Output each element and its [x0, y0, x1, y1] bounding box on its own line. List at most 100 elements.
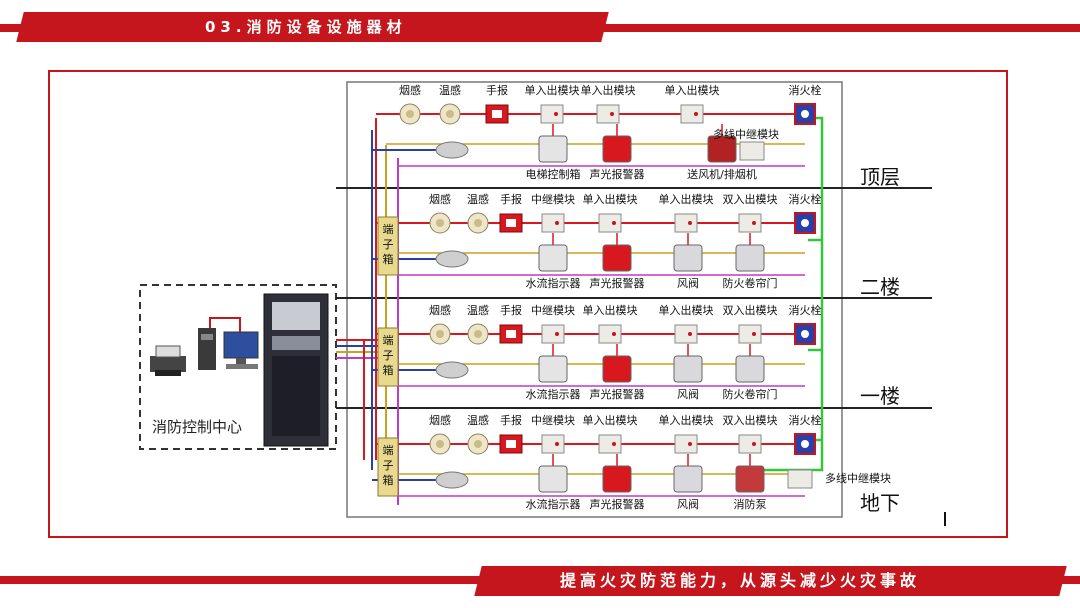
floor-label: 一楼: [860, 384, 900, 408]
device-label: 中继模块: [531, 193, 575, 206]
equipment-label: 声光报警器: [590, 167, 645, 181]
equipment-label: 水流指示器: [526, 387, 581, 401]
device-8: 消火栓: [789, 192, 822, 234]
device-1: 烟感: [399, 83, 421, 125]
device-7: 双入出模块: [723, 303, 778, 344]
device-2: 温感: [467, 414, 489, 455]
equipment-icon: [673, 465, 703, 493]
equipment-label: 风阀: [677, 387, 699, 401]
equipment-4: 防火卷帘门: [723, 233, 778, 290]
sounder-icon: [435, 250, 469, 268]
equipment-icon: [602, 244, 632, 272]
equipment-2: 声光报警器: [590, 233, 645, 290]
footer-slogan: 提高火灾防范能力，从源头减少火灾事故: [560, 571, 921, 590]
device-5: 单入出模块: [581, 83, 636, 124]
device-label: 单入出模块: [659, 192, 714, 206]
device-label: 手报: [500, 413, 522, 427]
device-label: 双入出模块: [723, 413, 778, 427]
control-center: 消防控制中心: [139, 284, 337, 450]
device-label: 消火栓: [789, 192, 822, 206]
printer-icon: [150, 345, 186, 376]
floor-2: 端子箱烟感温感手报中继模块单入出模块单入出模块双入出模块消火栓水流指示器声光报警…: [372, 192, 900, 299]
device-8: 消火栓: [789, 413, 822, 455]
equipment-icon: [602, 355, 632, 383]
module-icon: [674, 324, 698, 344]
device-label: 消火栓: [789, 303, 822, 317]
sounder-icon: [435, 141, 469, 159]
equipment-icon: [735, 465, 765, 493]
device-7: 双入出模块: [723, 192, 778, 233]
page-title: 03.消防设备设施器材: [205, 18, 407, 36]
multi-line-relay-label: 多线中继模块: [825, 471, 891, 485]
equipment-2: 声光报警器: [590, 344, 645, 401]
floor-1: 烟感温感手报单入出模块单入出模块单入出模块消火栓电梯控制箱声光报警器送风机/排烟…: [372, 83, 900, 189]
equipment-label: 消防泵: [734, 497, 767, 511]
equipment-icon: [673, 244, 703, 272]
floor-label: 二楼: [860, 275, 900, 299]
equipment-1: 水流指示器: [526, 454, 581, 511]
device-label: 双入出模块: [723, 192, 778, 206]
device-label: 手报: [486, 83, 508, 97]
terminal-box-label: 子: [383, 349, 394, 362]
device-1: 烟感: [429, 192, 451, 234]
multi-line-relay-module: 多线中继模块: [787, 469, 891, 489]
diagram-frame: [48, 70, 1008, 538]
equipment-1: 电梯控制箱: [526, 124, 581, 181]
equipment-label: 风阀: [677, 276, 699, 290]
device-label: 消火栓: [789, 413, 822, 427]
multi-line-relay-label: 多线中继模块: [713, 127, 779, 141]
device-label: 手报: [500, 192, 522, 206]
device-label: 单入出模块: [659, 413, 714, 427]
device-label: 中继模块: [531, 304, 575, 317]
device-label: 手报: [500, 303, 522, 317]
device-7: 消火栓: [789, 83, 822, 125]
floor-label: 顶层: [860, 165, 900, 189]
equipment-3: 风阀: [673, 454, 703, 511]
terminal-box-label: 子: [383, 459, 394, 472]
equipment-2: 声光报警器: [590, 124, 645, 181]
device-1: 烟感: [429, 303, 451, 345]
equipment-icon: [538, 465, 568, 493]
device-8: 消火栓: [789, 303, 822, 345]
module-icon: [680, 104, 704, 124]
equipment-label: 防火卷帘门: [723, 276, 778, 290]
equipment-icon: [538, 135, 568, 163]
module-icon: [674, 213, 698, 233]
device-label: 消火栓: [789, 83, 822, 97]
device-4: 中继模块: [531, 193, 575, 233]
module-icon: [596, 104, 620, 124]
device-3: 手报: [499, 303, 523, 344]
equipment-icon: [602, 465, 632, 493]
terminal-box-label: 端: [383, 223, 394, 236]
device-label: 双入出模块: [723, 303, 778, 317]
equipment-1: 水流指示器: [526, 344, 581, 401]
equipment-label: 防火卷帘门: [723, 387, 778, 401]
terminal-box-label: 箱: [383, 363, 394, 377]
control-center-label: 消防控制中心: [152, 418, 242, 436]
terminal-box: 端子箱: [377, 327, 399, 387]
module-icon: [541, 213, 565, 233]
device-label: 单入出模块: [583, 303, 638, 317]
device-label: 单入出模块: [525, 83, 580, 97]
equipment-3: 送风机/排烟机: [687, 124, 757, 181]
terminal-box-label: 箱: [383, 473, 394, 487]
device-3: 手报: [499, 413, 523, 454]
equipment-3: 风阀: [673, 344, 703, 401]
equipment-icon: [735, 355, 765, 383]
equipment-1: 水流指示器: [526, 233, 581, 290]
computer-icon: [223, 331, 259, 369]
equipment-label: 风阀: [677, 497, 699, 511]
device-2: 温感: [439, 84, 461, 125]
module-icon: [598, 213, 622, 233]
floors-layer: 烟感温感手报单入出模块单入出模块单入出模块消火栓电梯控制箱声光报警器送风机/排烟…: [372, 83, 946, 526]
terminal-box-label: 箱: [383, 252, 394, 266]
device-7: 双入出模块: [723, 413, 778, 454]
module-icon: [541, 434, 565, 454]
device-label: 单入出模块: [583, 413, 638, 427]
terminal-box-label: 端: [383, 334, 394, 347]
equipment-3: 风阀: [673, 233, 703, 290]
device-label: 温感: [467, 193, 489, 206]
equipment-4: 消防泵: [734, 454, 767, 511]
module-icon: [598, 324, 622, 344]
equipment-label: 水流指示器: [526, 276, 581, 290]
